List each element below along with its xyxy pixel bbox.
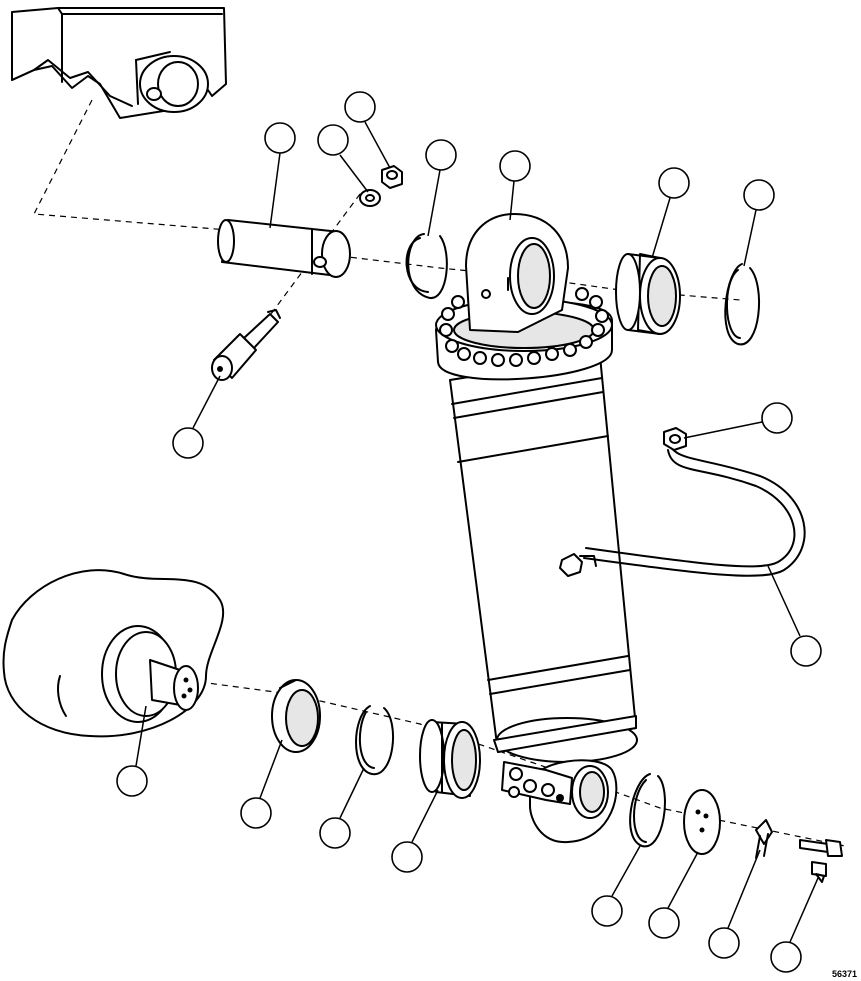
callout-hose-strap [790, 635, 822, 667]
callout-circlip-upper-right [743, 179, 775, 211]
hose-strap [559, 437, 806, 577]
drawing-reference-number: 56371 [831, 969, 857, 979]
bush-lower [419, 719, 481, 799]
callout-spacer [240, 797, 272, 829]
spacer [271, 679, 321, 753]
pin-bolt [211, 309, 281, 381]
callout-lock-tab [708, 927, 740, 959]
callout-pin-bolt [172, 427, 204, 459]
pivot-pin [217, 219, 351, 278]
nut [381, 165, 403, 189]
cylinder-eye [465, 213, 569, 333]
circlip-lower-left [355, 705, 395, 776]
lock-tab [755, 819, 773, 859]
callout-cylinder-eye [499, 150, 531, 182]
cap-plate [683, 789, 721, 855]
callout-bush-lower [391, 841, 423, 873]
bush-upper [615, 253, 681, 335]
strap-nut [663, 427, 687, 451]
circlip-upper-right [724, 263, 761, 346]
cylinder-body [435, 213, 638, 763]
callout-circlip-upper-left [425, 139, 457, 171]
callout-bush-upper [658, 167, 690, 199]
callout-pivot-pin [264, 122, 296, 154]
callout-cap-plate [648, 907, 680, 939]
bolt [799, 839, 843, 883]
callout-rod-pin [116, 765, 148, 797]
callout-circlip-lower-right [591, 895, 623, 927]
callouts [116, 91, 822, 973]
flange-bolts [439, 287, 609, 367]
circlip-lower-right [629, 773, 666, 848]
rod-pin [101, 625, 199, 723]
callout-bolt [770, 941, 802, 973]
callout-washer [317, 124, 349, 156]
rod-end [501, 759, 618, 844]
circlip-upper-left [405, 233, 448, 300]
washer [359, 189, 381, 207]
callout-strap-nut [761, 402, 793, 434]
mounting-bracket [11, 7, 227, 119]
callout-nut [344, 91, 376, 123]
callout-circlip-lower-left [319, 817, 351, 849]
